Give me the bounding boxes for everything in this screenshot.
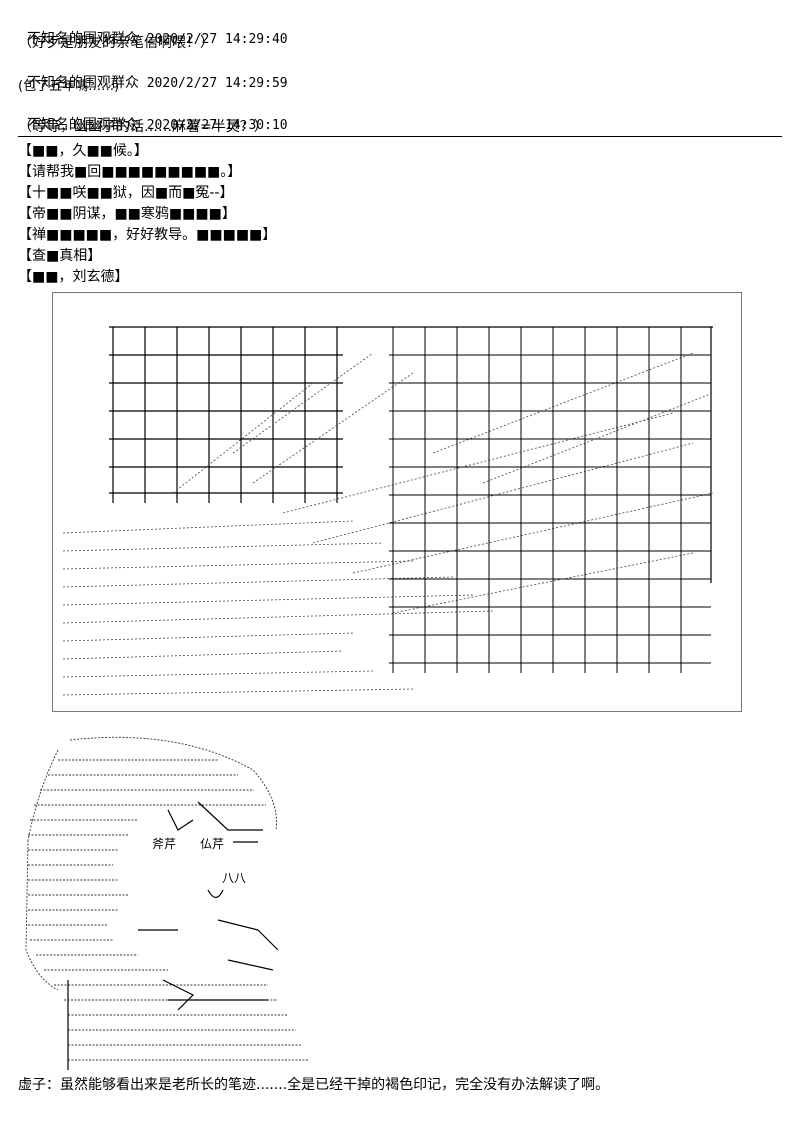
- chat-user: 不知名的围观群众: [26, 117, 139, 133]
- chat-timestamp: 2020/2/27 14:30:10: [146, 118, 288, 133]
- caption-text: 虚子：虽然能够看出来是老所长的笔迹.......全是已经干掉的褐色印记，完全没有…: [18, 1077, 610, 1093]
- character-art-drawing: 斧芹 仏芹 八八: [25, 736, 308, 1070]
- letter-line-3: 【十■■咲■■狱，因■而■冤--】: [18, 185, 234, 201]
- art-label-left: 斧芹: [152, 837, 176, 851]
- letter-line-4: 【帝■■阴谋，■■寒鸦■■■■】: [18, 206, 236, 222]
- chat-timestamp: 2020/2/27 14:29:59: [146, 76, 288, 91]
- chat-header-3: 不知名的围观群众 2020/2/27 14:30:10: [18, 98, 288, 135]
- chat-timestamp: 2020/2/27 14:29:40: [146, 32, 288, 47]
- letter-line-1: 【■■，久■■候。】: [18, 143, 148, 159]
- chat-message-2: (包了五年嗎……): [18, 79, 120, 94]
- chat-header-1: 不知名的围观群众 2020/2/27 14:29:40: [18, 12, 288, 49]
- chat-user: 不知名的围观群众: [26, 75, 139, 91]
- shoji-art-drawing: [62, 326, 714, 696]
- art-label-right: 仏芹: [200, 837, 224, 851]
- chat-header-2: 不知名的围观群众 2020/2/27 14:29:59: [18, 56, 288, 93]
- art-label-bottom-right: 八八: [222, 871, 246, 885]
- letter-line-5: 【禅■■■■■，好好教导。■■■■■】: [18, 227, 277, 243]
- chat-user: 不知名的围观群众: [26, 31, 139, 47]
- character-ascii-art: 斧芹 仏芹 八八: [18, 730, 318, 1072]
- chat-message-1: （好歹是朋友的亲笔信啊喂！）: [18, 35, 214, 51]
- divider: [18, 136, 782, 137]
- letter-line-6: 【查■真相】: [18, 248, 102, 264]
- chat-message-3: （等等，幽幽子的话……麻薯=半灵？）: [18, 119, 268, 135]
- letter-line-2: 【请帮我■回■■■■■■■■■。】: [18, 164, 242, 180]
- shoji-ascii-art: [52, 292, 742, 712]
- letter-line-7: 【■■，刘玄德】: [18, 269, 129, 285]
